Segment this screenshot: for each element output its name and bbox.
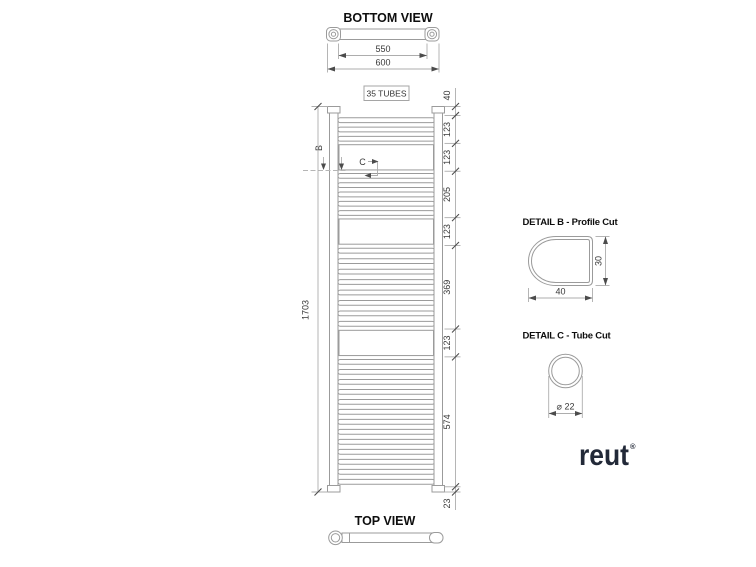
panel (338, 144, 434, 171)
logo-registered-mark: ® (630, 442, 636, 451)
top-view-bar (341, 532, 434, 543)
dim-550: 550 (338, 43, 428, 59)
top-view-title: TOP VIEW (355, 514, 416, 528)
tube (337, 468, 435, 475)
detail-b-height-label: 30 (594, 256, 604, 266)
detail-b-dim-width: 40 (528, 287, 593, 302)
top-view: TOP VIEW (328, 514, 444, 546)
detail-b-profile-inner (530, 239, 590, 283)
dim-tick (451, 102, 460, 111)
tube (337, 191, 435, 198)
tube (337, 448, 435, 455)
marker-c: C (359, 157, 379, 178)
dim-550-label: 550 (375, 44, 390, 54)
dim-chain: 40 123 123 205 123 369 123 574 23 (442, 88, 461, 510)
tube (337, 300, 435, 306)
panel (338, 218, 434, 245)
dim-chain-label: 40 (442, 90, 452, 100)
bottom-view-left-ring-inner (330, 31, 337, 37)
front-view: B C 1703 40 123 123 205 123 369 123 574 23 (301, 88, 461, 510)
tube (337, 428, 435, 435)
tube (337, 418, 435, 425)
tube (337, 378, 435, 385)
dim-tick (451, 167, 460, 176)
detail-c-dim-diameter: ⌀ 22 (548, 376, 583, 418)
logo: reut ® (579, 439, 636, 472)
dim-tick (451, 352, 460, 361)
tube (337, 388, 435, 395)
tube (337, 279, 435, 285)
dim-600-label: 600 (375, 58, 390, 68)
detail-b-title: DETAIL B - Profile Cut (523, 217, 619, 228)
tube (337, 478, 435, 485)
marker-c-label: C (359, 157, 366, 167)
tube (337, 358, 435, 365)
detail-c-title: DETAIL C - Tube Cut (523, 331, 612, 342)
detail-b-dim-height: 30 (594, 236, 610, 286)
bottom-view: BOTTOM VIEW 550 600 (326, 11, 440, 73)
right-rail-top-cap (431, 106, 445, 114)
tube (337, 289, 435, 296)
tube (337, 117, 435, 124)
tube (337, 258, 435, 265)
tube (337, 135, 435, 142)
marker-b: B (303, 145, 347, 171)
tube (337, 268, 435, 275)
panel (338, 329, 434, 357)
tube (337, 408, 435, 415)
bottom-view-right-ring-inner (429, 31, 435, 37)
bottom-view-title: BOTTOM VIEW (343, 11, 433, 25)
dim-tick (451, 482, 460, 491)
left-rail-bottom-cap (327, 485, 341, 493)
tube (337, 438, 435, 445)
left-rail (329, 106, 339, 493)
detail-c-tube-inner (551, 356, 580, 386)
tube (337, 182, 435, 189)
dim-chain-label: 369 (442, 280, 452, 295)
tube (337, 368, 435, 375)
tube (337, 200, 435, 207)
tube (337, 398, 435, 405)
dim-tick (451, 241, 460, 250)
dim-tick (451, 325, 460, 333)
dim-chain-label: 123 (442, 150, 452, 165)
dim-600: 600 (327, 43, 440, 73)
dim-chain-label: 205 (442, 187, 452, 202)
dim-chain-label: 123 (442, 224, 452, 239)
tube (337, 210, 435, 216)
detail-b: DETAIL B - Profile Cut 40 30 (523, 217, 619, 302)
logo-text: reut (579, 439, 629, 472)
dim-1703: 1703 (301, 102, 328, 496)
left-rail-top-cap (327, 106, 341, 114)
right-rail-bottom-cap (431, 485, 445, 493)
tubes-badge: 35 TUBES (363, 85, 410, 101)
dim-tick (451, 111, 460, 120)
dim-chain-label: 574 (442, 414, 452, 429)
detail-c: DETAIL C - Tube Cut ⌀ 22 (523, 331, 612, 418)
tube (337, 172, 435, 179)
dim-chain-label: 123 (442, 335, 452, 350)
bottom-view-bar (338, 28, 428, 40)
dim-1703-label: 1703 (301, 300, 311, 320)
marker-b-label: B (314, 145, 324, 151)
tubes-group (337, 117, 435, 485)
top-view-right-cap (429, 532, 444, 544)
dim-tick (451, 139, 460, 148)
dim-chain-label: 23 (442, 498, 452, 508)
dim-tick (451, 213, 460, 222)
detail-b-profile-outer (527, 236, 593, 286)
top-view-left-ring-inner (330, 533, 341, 543)
tube (337, 247, 435, 254)
tubes-badge-label: 35 TUBES (366, 89, 406, 99)
detail-b-width-label: 40 (555, 287, 565, 297)
dim-chain-label: 123 (442, 122, 452, 137)
tube (337, 310, 435, 317)
tube (337, 126, 435, 133)
tube (337, 458, 435, 465)
detail-c-diameter-label: ⌀ 22 (557, 402, 575, 412)
dim-tick (451, 488, 460, 496)
tube (337, 320, 435, 327)
